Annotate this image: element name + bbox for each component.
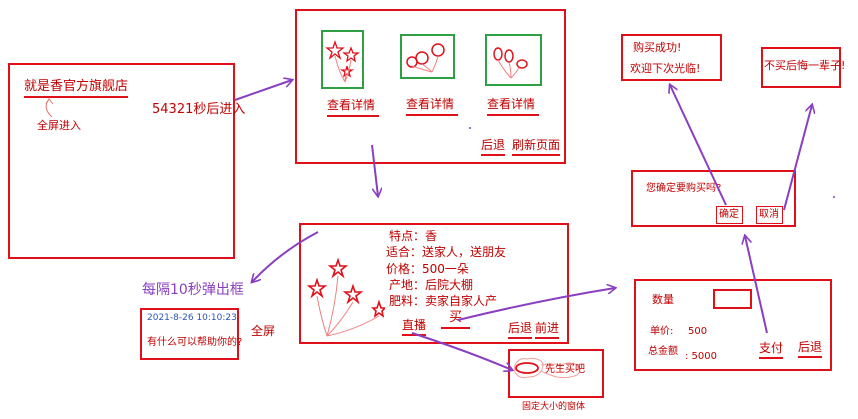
live-stream-button[interactable]: 直播 [402, 318, 427, 336]
refresh-page-button[interactable]: 刷新页面 [512, 138, 561, 156]
arrow-store-to-list [234, 80, 292, 101]
unit-price-value: 500 [688, 326, 708, 337]
product-thumb-2[interactable] [400, 34, 455, 79]
popup-message: 有什么可以帮助你的? [147, 337, 243, 348]
total-label: 总金额 [648, 346, 678, 357]
confirm-cancel-label: 取消 [759, 209, 779, 220]
back-button[interactable]: 后退 [481, 138, 506, 156]
total-value: : 5000 [685, 351, 717, 362]
order-panel [634, 279, 832, 371]
view-detail-link-1[interactable]: 查看详情 [327, 98, 380, 117]
regret-text: 不买后悔一辈子! [764, 59, 846, 72]
popup-timestamp: 2021-8-26 10:10:23 [147, 313, 237, 323]
suitable-text: 适合：送家人，送朋友 [386, 245, 507, 259]
pay-button[interactable]: 支付 [759, 341, 784, 359]
store-name-link[interactable]: 就是香官方旗舰店 [24, 80, 129, 98]
feature-text: 特点：香 [389, 229, 438, 243]
confirm-ok-label: 确定 [719, 209, 739, 220]
product-list-panel [295, 9, 566, 164]
unit-price-label: 单价: [650, 326, 674, 337]
confirm-cancel-button[interactable]: 取消 [756, 206, 783, 224]
salesperson-bubble-icon [513, 357, 581, 379]
price-text: 价格：500一朵 [386, 262, 469, 276]
fullscreen-enter-label[interactable]: 全屏进入 [37, 119, 81, 132]
quantity-input[interactable] [713, 289, 752, 309]
product-thumb-3[interactable] [485, 34, 542, 86]
popup-interval-caption: 每隔10秒弹出框 [142, 282, 244, 298]
live-stream-window [508, 349, 604, 398]
live-bubble-text: 先生买吧 [545, 364, 585, 375]
store-entry-panel [8, 63, 235, 259]
view-detail-link-3[interactable]: 查看详情 [487, 97, 540, 116]
confirm-question: 您确定要购买吗? [646, 183, 722, 194]
live-window-caption: 固定大小的窗体 [522, 402, 586, 412]
chat-popup-window [140, 308, 239, 360]
success-line-1: 购买成功! [633, 41, 682, 54]
rose-flower-icon [406, 43, 445, 73]
view-detail-link-2[interactable]: 查看详情 [406, 97, 459, 116]
order-back-button[interactable]: 后退 [798, 340, 823, 358]
product-thumb-1[interactable] [321, 30, 364, 89]
stray-dot-2 [833, 196, 835, 198]
detail-forward-button[interactable]: 前进 [535, 321, 560, 339]
star-bouquet-icon [306, 257, 385, 337]
countdown-label: 54321秒后进入 [152, 102, 246, 117]
regret-panel [761, 47, 841, 88]
star-flower-icon [325, 39, 360, 83]
popup-fullscreen-label[interactable]: 全屏 [251, 324, 276, 338]
fertilizer-text: 肥料：卖家自家人产 [389, 294, 498, 308]
quantity-label: 数量 [652, 293, 674, 306]
purchase-success-panel [621, 34, 722, 81]
tulip-flower-icon [493, 47, 528, 79]
origin-text: 产地：后院大棚 [389, 278, 474, 292]
buy-button[interactable]: 买 [441, 311, 471, 329]
confirm-ok-button[interactable]: 确定 [716, 206, 743, 224]
detail-back-button[interactable]: 后退 [508, 321, 533, 339]
success-line-2: 欢迎下次光临! [630, 62, 701, 75]
